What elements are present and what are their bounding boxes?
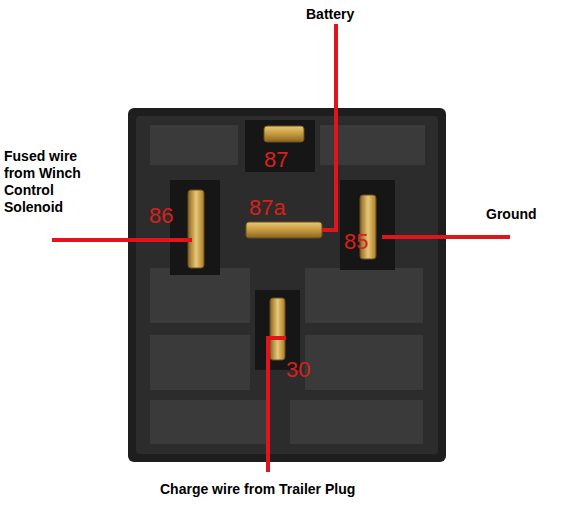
wire-label: Fused wire from Winch Control Solenoid: [4, 148, 104, 216]
relay-face: [136, 116, 438, 454]
leader-line: [54, 26, 508, 470]
terminal-87a: [246, 222, 322, 238]
wire-label: Battery: [306, 6, 354, 23]
molded-recess: [150, 125, 425, 444]
terminal-number: 87a: [249, 196, 286, 220]
relay-body: [128, 108, 446, 462]
terminal-number: 87: [264, 148, 288, 172]
wire-label: Ground: [486, 206, 537, 223]
terminal-87: [264, 126, 304, 142]
terminal-30: [270, 298, 285, 360]
terminal-86: [188, 190, 204, 268]
terminal-number: 85: [344, 230, 368, 254]
wire-label: Charge wire from Trailer Plug: [160, 481, 355, 498]
terminal-number: 86: [149, 204, 173, 228]
molded-slot: [170, 120, 395, 370]
terminal-number: 30: [286, 358, 310, 382]
